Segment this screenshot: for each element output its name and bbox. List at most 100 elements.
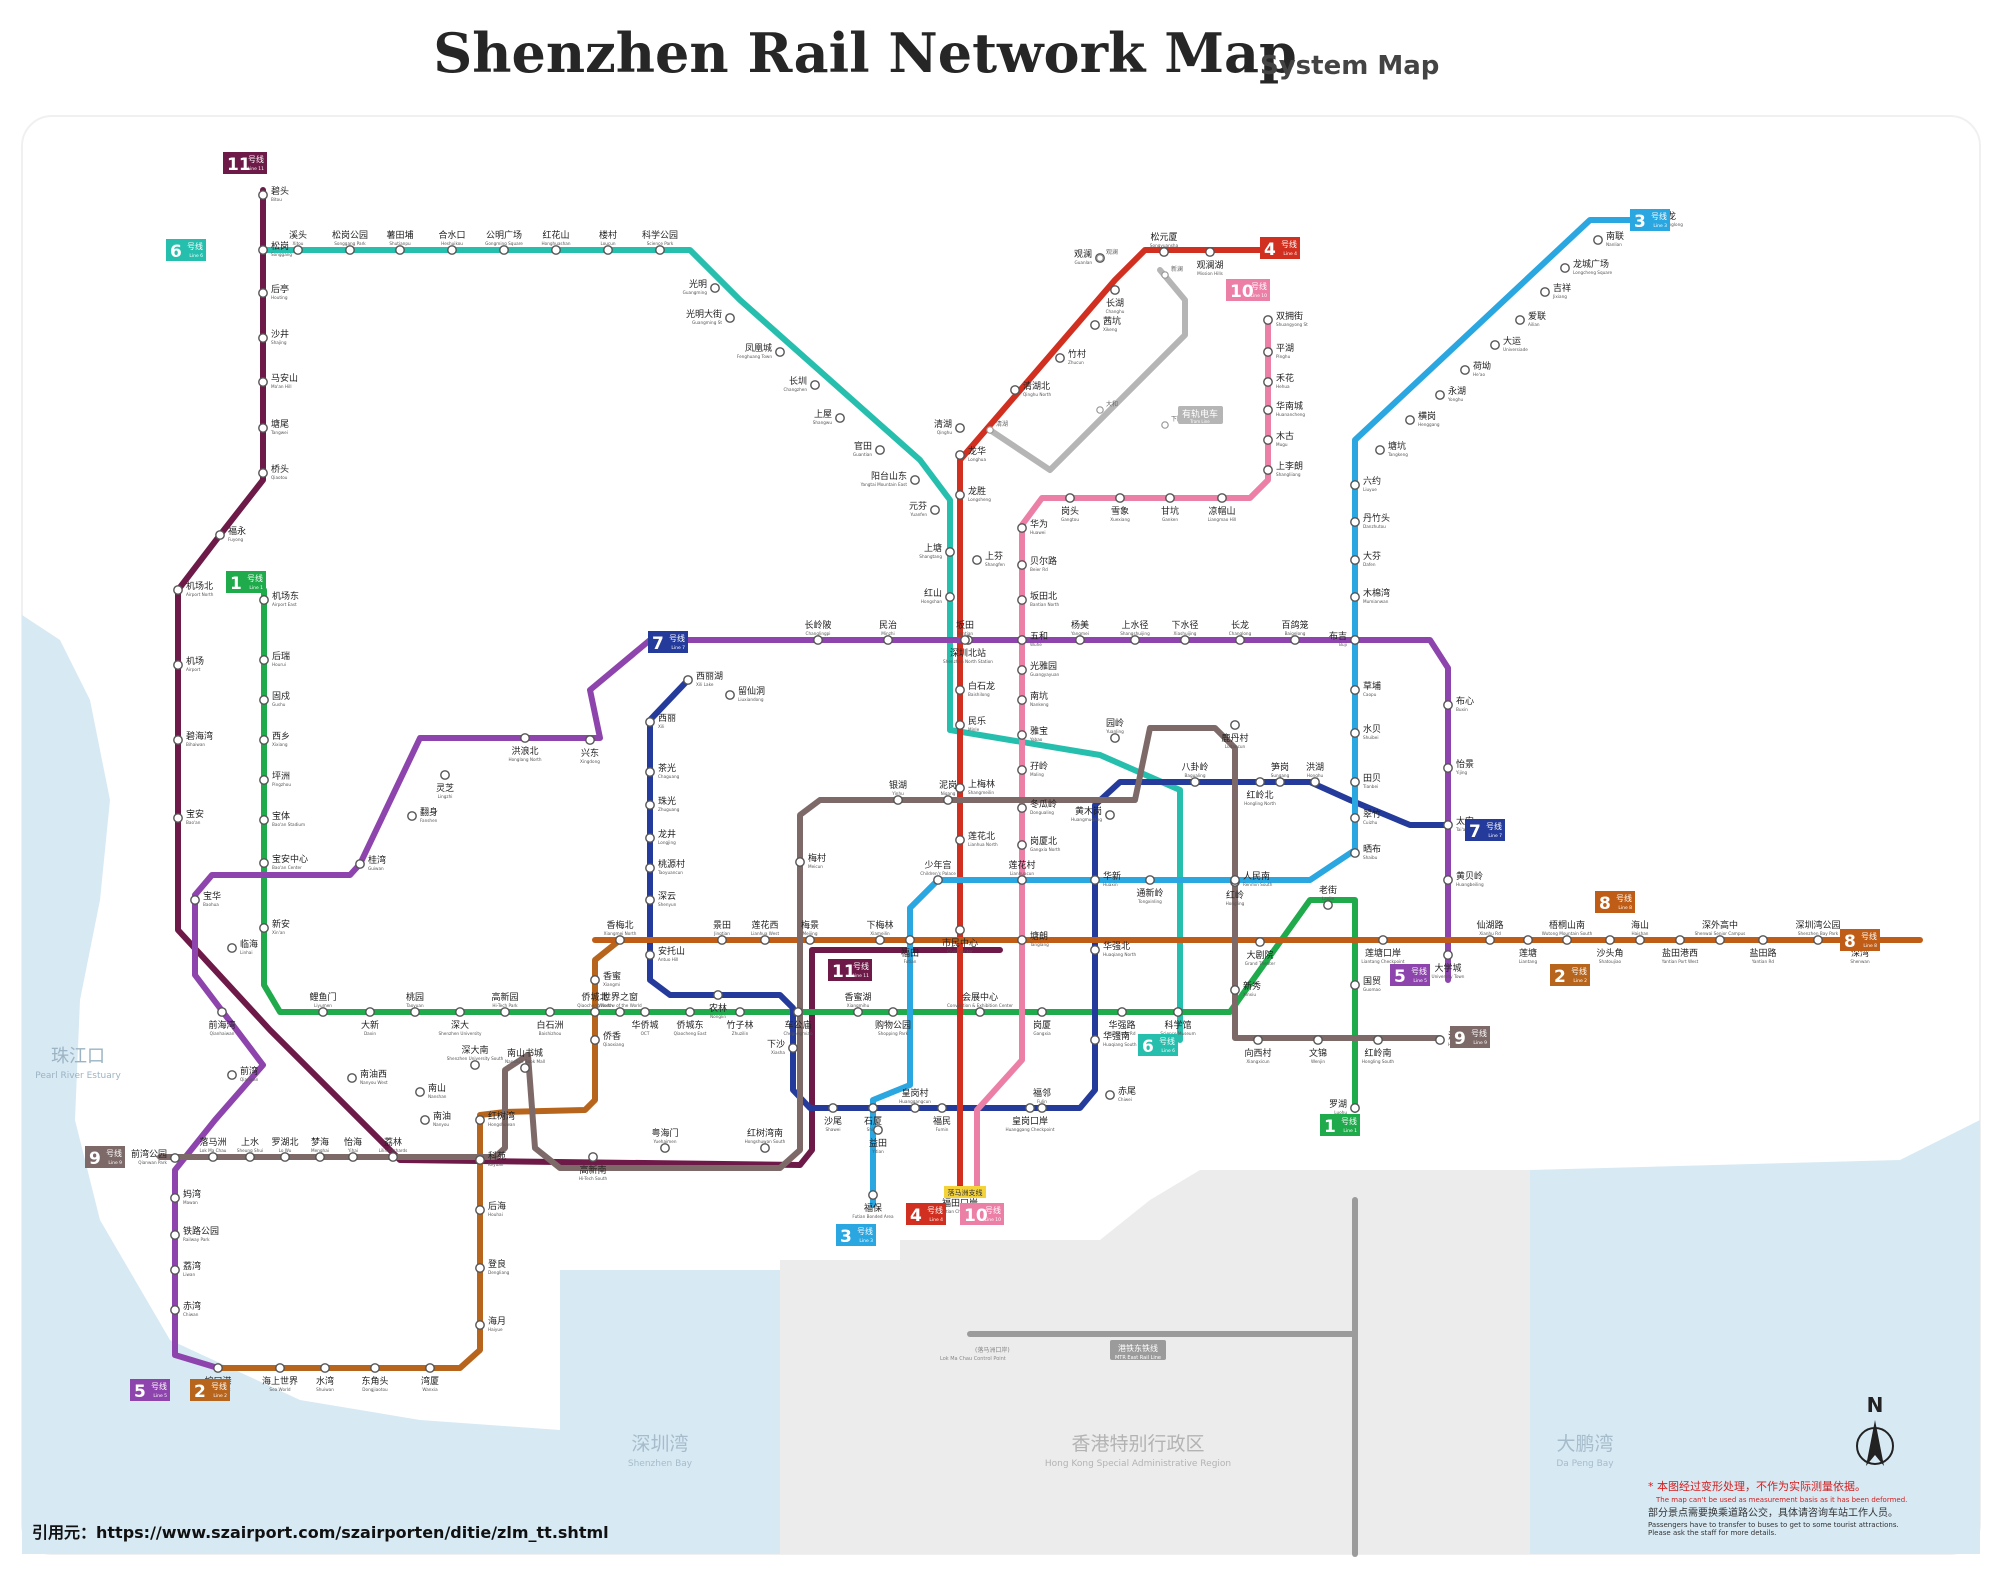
line-11-route[interactable] xyxy=(175,187,1003,1168)
tram-station[interactable]: 观澜 xyxy=(1096,248,1118,262)
line-1-route[interactable] xyxy=(261,587,1358,1113)
line-10-route[interactable] xyxy=(974,317,1271,1193)
tram-station[interactable]: 清湖 xyxy=(986,420,1008,434)
tram-station[interactable]: 下围 xyxy=(1161,416,1183,429)
line-9-route[interactable] xyxy=(157,725,1443,1171)
